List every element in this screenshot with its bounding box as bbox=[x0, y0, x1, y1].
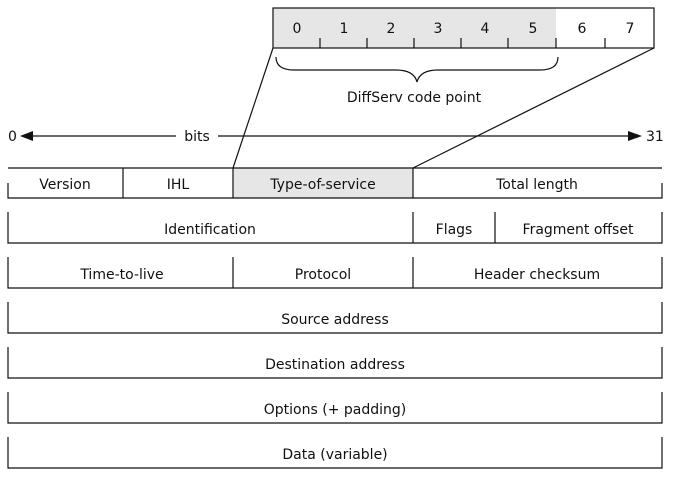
header-row: Version IHL Type-of-service Total length bbox=[7, 167, 663, 199]
row-frame bbox=[7, 212, 663, 244]
field-header-checksum: Header checksum bbox=[474, 267, 600, 283]
header-row: Source address bbox=[7, 302, 663, 334]
diffserv-bit-label: 2 bbox=[387, 21, 396, 37]
row-frame bbox=[7, 167, 663, 199]
field-time-to-live: Time-to-live bbox=[79, 267, 163, 283]
bits-axis: 0 bits 31 bbox=[8, 129, 664, 145]
diffserv-bit-label: 7 bbox=[626, 21, 635, 37]
expansion-line-right bbox=[412, 47, 655, 169]
diffserv-bit-label: 5 bbox=[529, 21, 538, 37]
bits-axis-end: 31 bbox=[646, 129, 664, 145]
diffserv-bit-label: 0 bbox=[293, 21, 302, 37]
row-frame bbox=[7, 392, 663, 424]
field-data: Data (variable) bbox=[282, 447, 387, 463]
diffserv-byte-frame bbox=[272, 7, 655, 49]
diffserv-bit-label: 4 bbox=[481, 21, 490, 37]
diffserv-bit-label: 3 bbox=[434, 21, 443, 37]
row-frame bbox=[7, 437, 663, 469]
type-of-service-highlight bbox=[233, 168, 413, 198]
diffserv-brace bbox=[275, 56, 559, 83]
bits-axis-start: 0 bbox=[8, 129, 17, 145]
header-row: Time-to-live Protocol Header checksum bbox=[7, 257, 663, 289]
row-frame bbox=[7, 347, 663, 379]
field-protocol: Protocol bbox=[295, 267, 351, 283]
field-source-address: Source address bbox=[281, 312, 389, 328]
field-version: Version bbox=[39, 177, 90, 193]
arrow-left-icon bbox=[20, 131, 33, 141]
field-identification: Identification bbox=[164, 222, 256, 238]
field-ihl: IHL bbox=[167, 177, 190, 193]
field-total-length: Total length bbox=[495, 177, 578, 193]
arrow-right-icon bbox=[628, 131, 642, 141]
diffserv-bit-label: 1 bbox=[340, 21, 349, 37]
diffserv-bit-label: 6 bbox=[578, 21, 587, 37]
field-flags: Flags bbox=[436, 222, 473, 238]
expansion-line-left bbox=[232, 47, 274, 169]
diffserv-byte: 0 1 2 3 4 5 6 7 DiffServ code point bbox=[272, 7, 655, 106]
field-fragment-offset: Fragment offset bbox=[523, 222, 634, 238]
bits-axis-label: bits bbox=[184, 129, 210, 145]
field-destination-address: Destination address bbox=[265, 357, 405, 373]
header-row: Destination address bbox=[7, 347, 663, 379]
field-options: Options (+ padding) bbox=[264, 402, 406, 418]
header-row: Data (variable) bbox=[7, 437, 663, 469]
row-frame bbox=[7, 302, 663, 334]
diffserv-label: DiffServ code point bbox=[347, 90, 482, 106]
header-row: Options (+ padding) bbox=[7, 392, 663, 424]
field-type-of-service: Type-of-service bbox=[269, 177, 375, 193]
row-frame bbox=[7, 257, 663, 289]
header-row: Identification Flags Fragment offset bbox=[7, 212, 663, 244]
